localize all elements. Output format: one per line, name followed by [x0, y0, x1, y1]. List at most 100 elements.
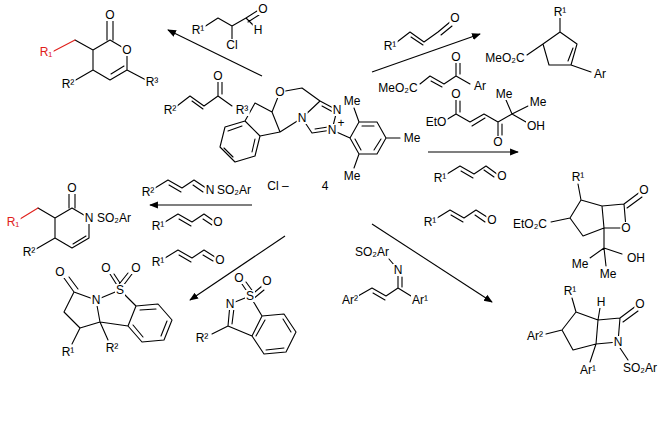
atom-label: SO₂Ar: [354, 246, 390, 258]
atom-label: O: [121, 44, 132, 56]
atom-label: O: [274, 86, 285, 98]
atom-label: O: [450, 51, 461, 63]
atom-label: H: [596, 296, 607, 308]
atom-label: MeO₂C: [484, 52, 525, 64]
bond-lines: [36, 194, 89, 249]
atom-label: OH: [526, 120, 546, 132]
atom-label: O: [261, 275, 272, 287]
atom-label: N: [84, 212, 95, 224]
atom-label: R¹: [433, 172, 448, 184]
reaction-arrow: [428, 151, 518, 152]
highlight-bond: [20, 208, 38, 219]
atom-label: R¹: [571, 171, 586, 183]
atom-label: Me: [529, 96, 548, 108]
atom-label: R₁: [39, 46, 54, 58]
bond-lines: [64, 273, 172, 344]
atom-label: R¹: [423, 216, 438, 228]
atom-label: N: [332, 104, 343, 116]
reaction-arrow: [190, 236, 285, 300]
atom-label: Ar²: [526, 330, 544, 342]
atom-label: Me: [495, 88, 514, 100]
atom-label: O: [634, 298, 645, 310]
atom-label: O: [492, 136, 503, 148]
bond-lines: [420, 62, 470, 87]
charge-sign: +: [336, 117, 345, 129]
atom-label: R¹: [563, 285, 578, 297]
atom-label: O: [620, 222, 631, 234]
bond-lines: [204, 11, 259, 39]
bond-lines: [446, 100, 528, 136]
atom-label: Me: [343, 95, 362, 107]
atom-label: R¹: [383, 40, 398, 52]
atom-label: O: [233, 272, 244, 284]
atom-label: O: [100, 262, 111, 274]
arrow-group: [150, 30, 518, 302]
counterion-label: Cl –: [266, 180, 289, 192]
atom-label: R³: [235, 104, 250, 116]
atom-label: Ar¹: [579, 364, 597, 376]
atom-label: OH: [626, 252, 646, 264]
atom-label: Me: [571, 258, 590, 270]
bond-lines: [358, 259, 411, 300]
atom-label: N: [205, 184, 216, 196]
atom-label: Me: [343, 170, 362, 182]
atom-label: R²: [105, 342, 120, 354]
atom-label: O: [66, 182, 77, 194]
atom-label: O: [486, 214, 497, 226]
atom-label: R¹: [151, 256, 166, 268]
atom-label: Ar¹: [411, 294, 429, 306]
atom-label: O: [214, 254, 225, 266]
atom-label: Me: [599, 268, 618, 280]
atom-label: O: [450, 88, 461, 100]
atom-label: O: [104, 9, 115, 21]
atom-label: EtO: [425, 116, 448, 128]
bond-group: [20, 11, 642, 362]
bond-lines: [165, 214, 214, 226]
atom-label: Me: [403, 132, 422, 144]
atom-label: N: [91, 294, 102, 306]
atom-label: R¹: [151, 220, 166, 232]
atom-label: O: [257, 3, 268, 15]
bond-lines: [397, 22, 452, 45]
bond-lines: [165, 250, 215, 262]
atom-label: O: [212, 216, 223, 228]
atom-label: N: [393, 264, 404, 276]
bond-lines: [527, 18, 591, 72]
atom-label: O: [496, 170, 507, 182]
atom-label: N: [613, 336, 624, 348]
atom-label: Ar²: [341, 294, 359, 306]
atom-label: O: [54, 266, 65, 278]
bond-lines: [220, 88, 400, 168]
atom-label: R³: [145, 76, 160, 88]
reaction-arrow: [372, 224, 492, 302]
atom-label: N: [225, 298, 236, 310]
atom-label: SO₂Ar: [622, 362, 658, 374]
atom-label: R²: [195, 332, 210, 344]
atom-label: H: [253, 24, 264, 36]
atom-label: R²: [163, 104, 178, 116]
atom-label: O: [638, 184, 649, 196]
atom-label: R²: [22, 246, 37, 258]
reaction-arrow: [372, 34, 480, 72]
compound-number: 4: [321, 180, 330, 192]
bond-lines: [447, 166, 497, 178]
atom-label: R₁: [6, 216, 21, 228]
atom-label: Ar: [593, 68, 607, 80]
atom-label: R²: [61, 78, 76, 90]
atom-label: R²: [141, 186, 156, 198]
bond-lines: [155, 180, 206, 192]
atom-label: S: [245, 290, 255, 302]
atom-label: S: [115, 284, 125, 296]
atom-label: O: [212, 70, 223, 82]
bond-lines: [74, 21, 146, 81]
atom-label: O: [449, 12, 460, 24]
bond-lines: [177, 81, 232, 109]
reaction-arrow: [150, 204, 252, 205]
bond-lines: [212, 282, 296, 354]
atom-label: EtO₂C: [512, 218, 548, 230]
highlight-bond: [52, 40, 75, 52]
atom-label: Ar: [473, 80, 487, 92]
atom-label: N: [297, 112, 308, 124]
atom-label: MeO₂C: [377, 82, 418, 94]
atom-label: R¹: [61, 346, 76, 358]
